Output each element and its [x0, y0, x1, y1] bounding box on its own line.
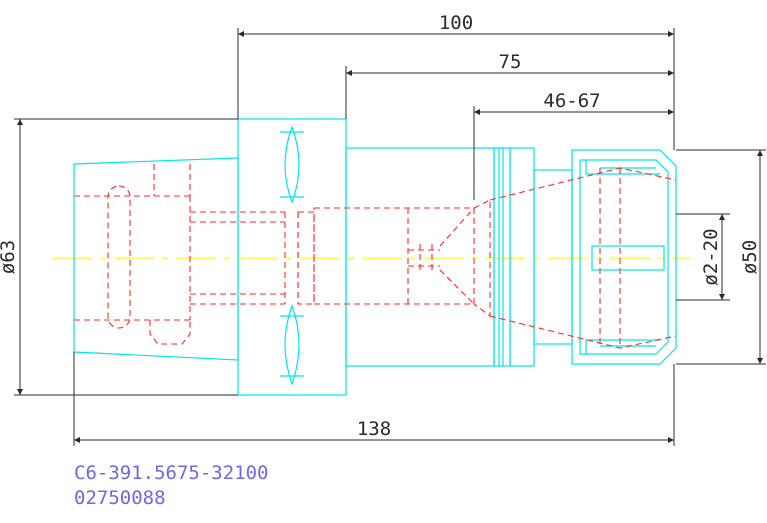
dimension-lines	[17, 31, 763, 443]
part-number: 02750088	[74, 487, 166, 509]
dim-d63: ø63	[0, 240, 19, 274]
extension-lines	[14, 28, 766, 446]
dim-d50: ø50	[739, 240, 761, 274]
dim-75: 75	[499, 51, 522, 73]
hidden-lines	[74, 164, 677, 349]
dim-46-67: 46-67	[543, 90, 600, 112]
part-code: C6-391.5675-32100	[74, 462, 268, 484]
dim-138: 138	[357, 418, 391, 440]
dim-d2-20: ø2-20	[700, 228, 722, 285]
dim-100: 100	[439, 12, 473, 34]
tool-outline	[73, 118, 677, 396]
